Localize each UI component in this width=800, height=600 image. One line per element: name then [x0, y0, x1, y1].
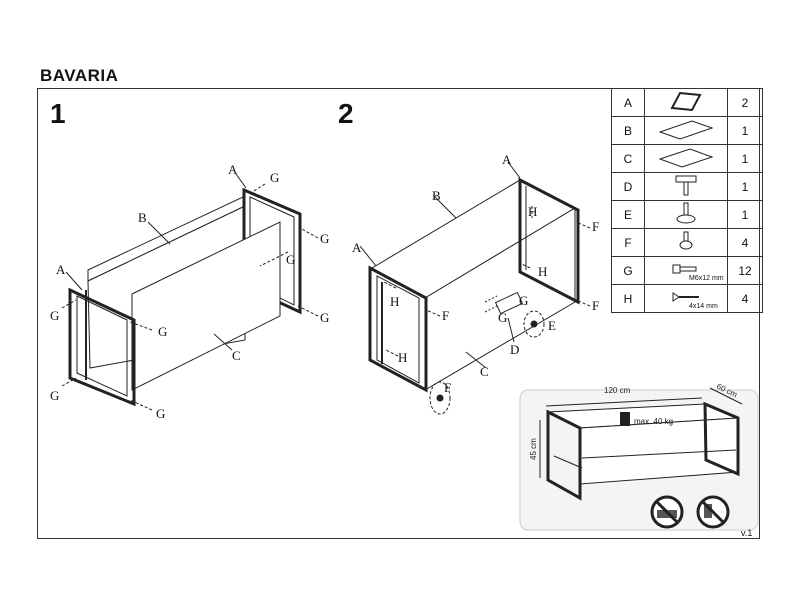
step1-bolt-guides: [61, 183, 319, 411]
part-code: C: [611, 144, 645, 173]
step1-callout-g-8: G: [156, 406, 165, 421]
max-load-label: max. 40 kg: [634, 417, 673, 426]
bolt-icon: M6x12 mm: [644, 256, 728, 285]
step1-callout-g-2: G: [320, 231, 329, 246]
step1-front-frame: [68, 287, 136, 407]
part-quantity: 4: [727, 284, 763, 313]
step1-callout-g-5: G: [50, 308, 59, 323]
step2-callout-f-3: F: [442, 308, 449, 323]
step2-callout-b: B: [432, 188, 441, 203]
dimension-width: 120 cm: [604, 386, 631, 395]
step1-callout-g-4: G: [320, 310, 329, 325]
step2-callout-c: C: [480, 364, 489, 379]
part-code: B: [611, 116, 645, 145]
shelf-panel-icon: [644, 144, 728, 173]
step1-callout-g-3: G: [286, 252, 295, 267]
step-1-number: 1: [50, 98, 66, 129]
part-code: D: [611, 172, 645, 201]
part-quantity: 1: [727, 172, 763, 201]
step1-callout-a-front: A: [56, 262, 66, 277]
part-code: G: [611, 256, 645, 285]
part-size: 4x14 mm: [689, 303, 718, 310]
step2-callout-e: E: [548, 318, 556, 333]
parts-row: H 4x14 mm 4: [611, 284, 763, 313]
step2-callout-f-4: F: [444, 380, 451, 395]
step2-callout-d: D: [510, 342, 519, 357]
step2-callout-g: G: [519, 293, 528, 308]
product-title: BAVARIA: [40, 66, 119, 85]
step1-callout-a-top: A: [228, 162, 238, 177]
part-quantity: 1: [727, 200, 763, 229]
version-label: v.1: [741, 528, 753, 538]
part-quantity: 2: [727, 88, 763, 117]
dimension-height: 45 cm: [529, 438, 538, 460]
step1-callout-g-1: G: [270, 170, 279, 185]
part-code: F: [611, 228, 645, 257]
step2-callout-f-1: F: [592, 219, 599, 234]
step2-bracket: [484, 291, 524, 315]
step2-callout-f-2: F: [592, 298, 599, 313]
top-panel-icon: [644, 116, 728, 145]
step2-callout-a-front: A: [352, 240, 362, 255]
bracket-icon: [644, 172, 728, 201]
no-stand-on-icon: [650, 495, 684, 529]
part-quantity: 12: [727, 256, 763, 285]
step1-callout-g-7: G: [50, 388, 59, 403]
step2-callout-h-2: H: [538, 264, 547, 279]
adjustable-foot-icon: [644, 200, 728, 229]
frame-leg-icon: [644, 88, 728, 117]
part-quantity: 1: [727, 144, 763, 173]
part-quantity: 4: [727, 228, 763, 257]
step2-callout-h-3: H: [390, 294, 399, 309]
part-quantity: 1: [727, 116, 763, 145]
part-code: A: [611, 88, 645, 117]
step-2-number: 2: [338, 98, 354, 129]
step2-callout-h-4: H: [398, 350, 407, 365]
leveling-foot-icon: [644, 228, 728, 257]
step2-callout-a-top: A: [502, 152, 512, 167]
step1-callout-c: C: [232, 348, 241, 363]
step2-foot-e-guide: [523, 310, 545, 338]
step1-callout-b: B: [138, 210, 147, 225]
part-size: M6x12 mm: [689, 275, 724, 282]
instruction-frame: [37, 88, 760, 539]
part-code: H: [611, 284, 645, 313]
step2-callout-h-1: H: [528, 204, 537, 219]
step2-foot-f-guide: [429, 381, 451, 415]
no-sit-on-icon: [696, 495, 730, 529]
step1-callout-g-6: G: [158, 324, 167, 339]
screw-icon: 4x14 mm: [644, 284, 728, 313]
step2-callout-g-2: G: [498, 310, 507, 325]
finished-table: 120 cm 60 cm 45 cm max. 40 kg: [519, 382, 759, 531]
part-code: E: [611, 200, 645, 229]
step2-table-body: [368, 177, 580, 393]
step1-shelf-panel: [131, 221, 281, 391]
